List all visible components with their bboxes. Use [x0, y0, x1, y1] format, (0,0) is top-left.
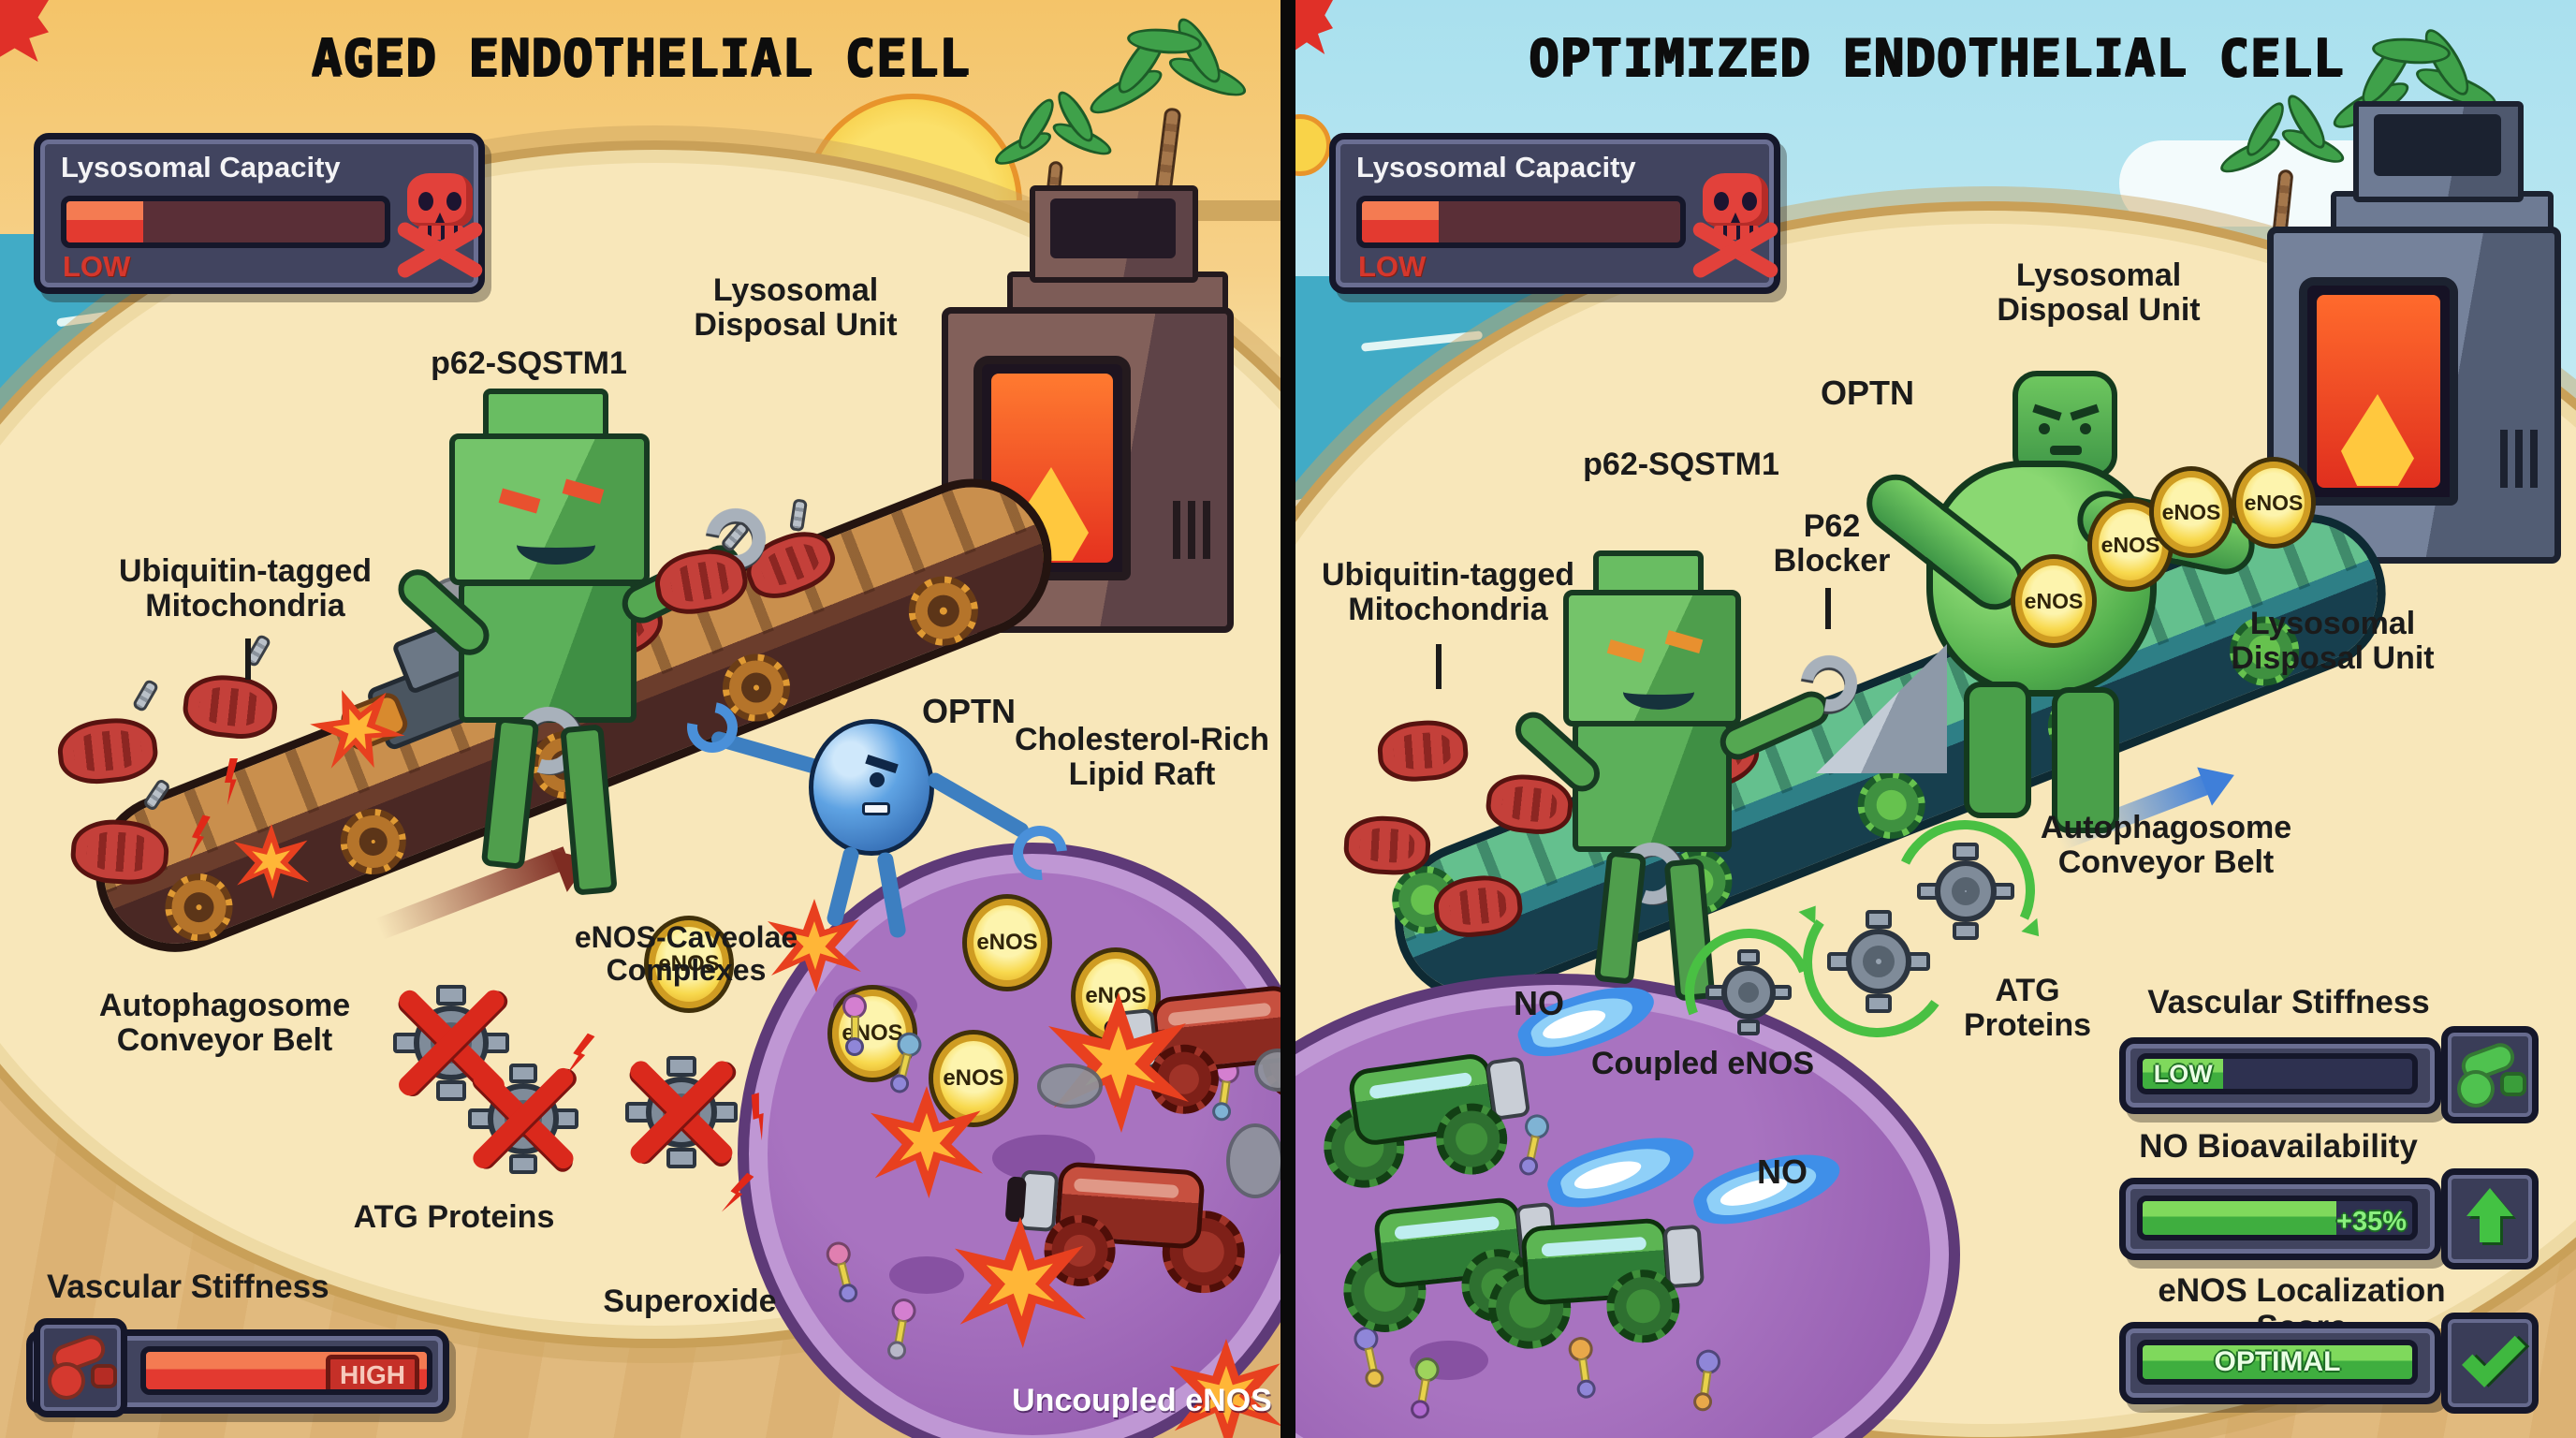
label-p62: p62-SQSTM1 [431, 345, 627, 381]
label-caveolae: eNOS-Caveolae Complexes [574, 920, 798, 988]
lysosomal-bar [61, 196, 390, 248]
stiffness-bar: HIGH [140, 1346, 432, 1395]
label-disposal-side: Lysosomal Disposal Unit [2231, 606, 2435, 677]
enos-coin: eNOS [962, 894, 1052, 991]
label-atg: ATG Proteins [1963, 973, 2092, 1044]
stiffness-icon-box [2441, 1026, 2539, 1123]
atg-gear-active [1827, 910, 1930, 1013]
label-conveyor: Autophagosome Conveyor Belt [98, 988, 351, 1059]
checkmark-icon [2462, 1324, 2525, 1387]
stiffness-icon-box [34, 1318, 127, 1417]
stiffness-status: LOW [2153, 1059, 2213, 1088]
bicep-icon [2457, 1038, 2532, 1119]
label-coupled-enos: Coupled eNOS [1590, 1046, 1815, 1081]
left-panel-title: AGED ENDOTHELIAL CELL [311, 28, 970, 87]
label-no-top: NO [1514, 984, 1564, 1022]
enos-icon-box [2441, 1313, 2539, 1414]
hud-title: Lysosomal Capacity [61, 151, 341, 183]
aged-cell-panel: eNOS eNOS eNOS eNOS eNOS [0, 0, 1281, 1438]
label-ubiquitin: Ubiquitin-tagged Mitochondria [1321, 557, 1575, 628]
atg-gear-disabled [393, 985, 509, 1101]
bicep-icon [48, 1330, 123, 1411]
furnace-fire-opening [2299, 277, 2458, 506]
label-optn: OPTN [921, 692, 1016, 730]
no-bioavailability-gauge: +35% [2119, 1178, 2441, 1260]
enos-coin: eNOS [644, 916, 734, 1013]
optn-character [677, 692, 1078, 947]
lysosomal-capacity-hud: Lysosomal Capacity LOW [1329, 133, 1781, 294]
enos-coin: eNOS [929, 1030, 1018, 1127]
label-uncoupled-enos: Uncoupled eNOS [1012, 1383, 1272, 1418]
enos-coin: eNOS [2149, 466, 2233, 558]
atg-gear-disabled [468, 1064, 578, 1174]
p62-robot-character [1508, 550, 1868, 1002]
label-vascular-stiffness: Vascular Stiffness [47, 1269, 329, 1305]
label-ubiquitin: Ubiquitin-tagged Mitochondria [118, 553, 373, 624]
label-vascular-stiffness: Vascular Stiffness [2147, 984, 2430, 1020]
enos-localization-gauge: OPTIMAL [2119, 1322, 2441, 1404]
hud-title: Lysosomal Capacity [1356, 151, 1636, 183]
label-superoxide: Superoxide [603, 1284, 777, 1319]
lysosomal-status: LOW [63, 250, 131, 283]
atg-gear-active [1917, 843, 2014, 940]
vascular-stiffness-gauge: LOW [2119, 1037, 2441, 1114]
label-disposal-top: Lysosomal Disposal Unit [1997, 257, 2201, 329]
no-bio-icon-box [2441, 1168, 2539, 1269]
label-atg: ATG Proteins [353, 1199, 555, 1235]
label-p62-blocker: P62 Blocker [1773, 508, 1891, 580]
uncoupled-enos-cannon [1004, 1133, 1248, 1307]
label-no-bottom: NO [1757, 1152, 1808, 1191]
skull-crossbones-icon [1690, 173, 1781, 281]
stiffness-status: HIGH [326, 1355, 419, 1389]
coupled-enos-cannon [1473, 1189, 1708, 1363]
right-panel-title: OPTIMIZED ENDOTHELIAL CELL [1528, 28, 2344, 87]
optimized-cell-panel: eNOS eNOS eNOS eNOS [1295, 0, 2576, 1438]
lysosomal-bar [1356, 196, 1686, 248]
label-disposal-unit: Lysosomal Disposal Unit [694, 272, 898, 344]
label-optn: OPTN [1820, 374, 1914, 412]
lysosomal-furnace [887, 185, 1273, 635]
enos-coin: eNOS [2232, 457, 2316, 549]
atg-gear-disabled [625, 1056, 738, 1168]
enos-status: OPTIMAL [2214, 1346, 2341, 1377]
p62-robot-character [389, 389, 778, 950]
lysosomal-furnace [2215, 101, 2576, 569]
label-conveyor: Autophagosome Conveyor Belt [2040, 810, 2292, 881]
label-p62: p62-SQSTM1 [1583, 447, 1779, 482]
skull-crossbones-icon [394, 173, 486, 281]
lysosomal-capacity-hud: Lysosomal Capacity LOW [34, 133, 486, 294]
no-bio-value: +35% [2336, 1207, 2407, 1237]
label-no-bioavailability: NO Bioavailability [2139, 1128, 2418, 1165]
up-arrow-icon [2466, 1188, 2513, 1244]
lysosomal-status: LOW [1358, 250, 1427, 283]
panel-divider [1281, 0, 1295, 1438]
enos-coin: eNOS [2011, 554, 2097, 648]
label-lipid-raft: Cholesterol-Rich Lipid Raft [1014, 722, 1270, 793]
atg-gear-active [1705, 949, 1792, 1035]
